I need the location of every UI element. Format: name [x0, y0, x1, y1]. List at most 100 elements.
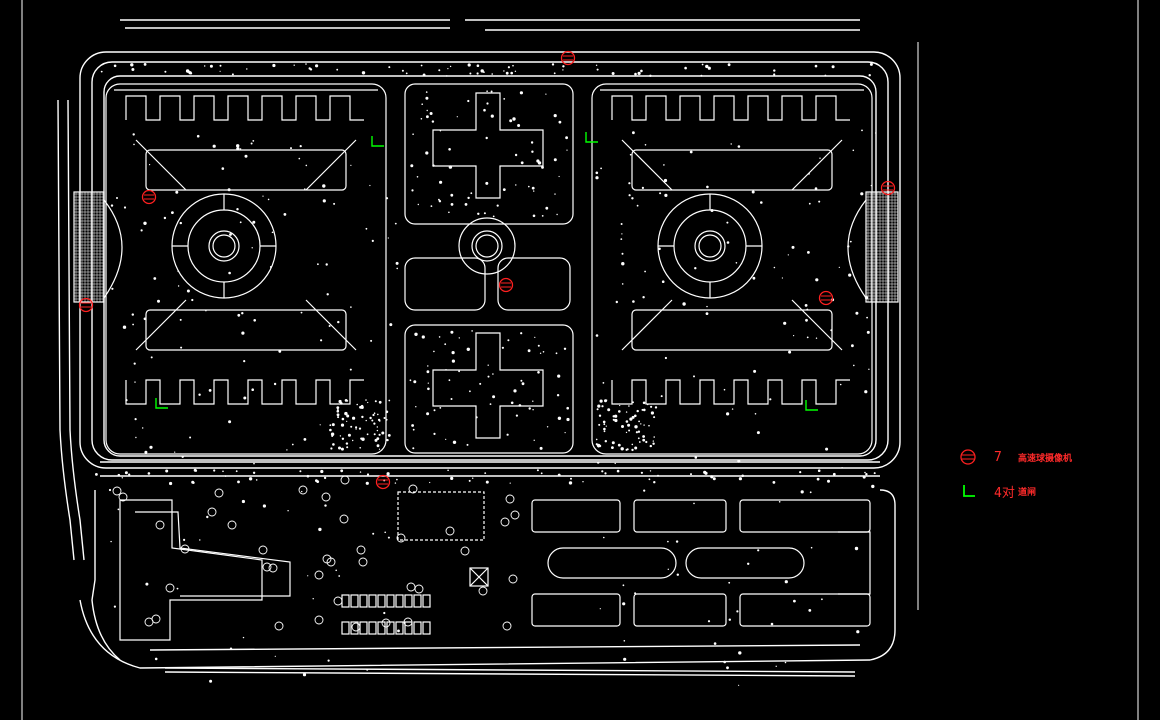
- tree-dot: [855, 311, 859, 315]
- tree-dot: [278, 350, 282, 353]
- tree-dot: [517, 124, 521, 127]
- tree-dot: [815, 337, 818, 339]
- tree-dot: [303, 438, 307, 441]
- tree-dot: [476, 72, 479, 75]
- tree-dot: [515, 414, 519, 417]
- west-courtyard-fountain-inner: [212, 234, 236, 258]
- tree-dot: [378, 420, 381, 422]
- tree-dot: [756, 431, 760, 435]
- tree-dot: [602, 382, 605, 384]
- tree-dot: [415, 406, 417, 408]
- tree-canopy: [381, 618, 391, 628]
- tree-dot: [806, 308, 809, 311]
- tree-canopy: [408, 484, 418, 494]
- tree-dot: [704, 471, 708, 475]
- west-courtyard-garden-paths: [172, 194, 276, 298]
- tree-dot: [361, 415, 364, 419]
- barrier-ne: [585, 132, 598, 143]
- tree-dot: [470, 192, 473, 195]
- tree-dot: [305, 164, 308, 167]
- tree-dot: [611, 441, 615, 445]
- tree-dot: [174, 451, 176, 453]
- tree-dot: [269, 266, 272, 268]
- tree-dot: [121, 477, 124, 479]
- tree-dot: [825, 447, 829, 451]
- tree-dot: [131, 68, 135, 71]
- tree-dot: [644, 144, 647, 146]
- tree-dot: [370, 339, 373, 342]
- tree-dot: [332, 443, 335, 446]
- tree-dot: [599, 399, 603, 403]
- tree-dot: [849, 240, 852, 243]
- camera-left-upper: [141, 189, 157, 205]
- southwest-road: [91, 490, 121, 661]
- tree-dot: [490, 114, 494, 118]
- parking-space: [395, 594, 404, 608]
- tree-dot: [814, 64, 818, 68]
- tree-dot: [634, 414, 637, 418]
- tree-dot: [287, 510, 289, 512]
- tree-dot: [198, 393, 201, 396]
- service-building: [531, 593, 621, 627]
- west-courtyard-garden-mid: [187, 209, 261, 283]
- plaza-garden-east: [497, 257, 571, 311]
- tree-dot: [621, 262, 625, 266]
- tree-dot: [299, 470, 302, 473]
- tree-dot: [738, 477, 743, 481]
- tree-dot: [352, 439, 354, 442]
- tree-dot: [426, 115, 429, 119]
- tree-dot: [490, 90, 493, 93]
- tree-dot: [116, 197, 118, 199]
- tree-dot: [637, 437, 640, 440]
- tree-dot: [824, 74, 827, 77]
- tree-dot: [385, 418, 388, 421]
- tree-dot: [154, 657, 158, 661]
- tree-dot: [617, 443, 621, 447]
- east-courtyard-south-building: [611, 379, 850, 405]
- tree-dot: [341, 417, 345, 421]
- plaza-garden-west: [404, 257, 486, 311]
- parking-space: [395, 621, 404, 635]
- tree-dot: [582, 481, 584, 483]
- tree-dot: [596, 68, 599, 71]
- tree-dot: [448, 211, 450, 214]
- tree-dot: [514, 153, 518, 157]
- tree-dot: [477, 212, 480, 215]
- tree-dot: [519, 91, 524, 95]
- tree-dot: [231, 73, 234, 76]
- tree-dot: [595, 176, 599, 180]
- tree-dot: [396, 478, 398, 481]
- tree-dot: [787, 254, 789, 256]
- tree-dot: [712, 477, 716, 481]
- tree-dot: [322, 199, 326, 203]
- tree-dot: [868, 368, 870, 370]
- tree-dot: [841, 467, 843, 469]
- tree-dot: [741, 474, 744, 478]
- tree-dot: [227, 188, 231, 192]
- tree-dot: [302, 673, 307, 677]
- tree-dot: [386, 438, 389, 442]
- tree-dot: [634, 72, 637, 76]
- tree-dot: [566, 417, 570, 422]
- tree-dot: [117, 508, 120, 511]
- tree-dot: [100, 70, 103, 73]
- service-building: [739, 499, 871, 533]
- tree-dot: [433, 409, 436, 412]
- tree-dot: [625, 411, 628, 413]
- tree-dot: [694, 456, 698, 459]
- tree-dot: [596, 408, 599, 411]
- tree-dot: [300, 311, 303, 314]
- tree-dot: [183, 538, 186, 542]
- tree-dot: [464, 203, 468, 206]
- tree-dot: [638, 420, 640, 423]
- tree-dot: [373, 412, 376, 415]
- bottom-road-line: [164, 667, 856, 673]
- tree-dot: [177, 270, 179, 272]
- tree-dot: [492, 215, 495, 218]
- tree-dot: [420, 64, 423, 67]
- central-plaza-fountain: [471, 230, 503, 262]
- tree-dot: [611, 446, 614, 449]
- tree-dot: [181, 455, 184, 458]
- tree-dot: [450, 476, 454, 480]
